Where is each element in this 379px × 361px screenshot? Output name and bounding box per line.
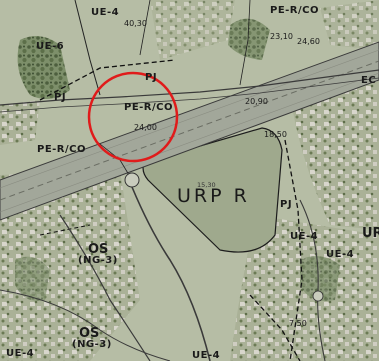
zone-label-ue4-top: UE-4 xyxy=(91,7,120,18)
secondary-road xyxy=(0,77,379,113)
vegetation-patch xyxy=(0,170,140,361)
local-road xyxy=(299,199,326,361)
local-road xyxy=(131,186,211,361)
zone-label-ue4-right2: UE-4 xyxy=(326,249,355,260)
zone-label-ue4-right: UE-4 xyxy=(290,231,319,242)
zone-label-pe-rco-circled: PE-R/CO xyxy=(124,102,174,113)
zone-label-pe-rco-left: PE-R/CO xyxy=(37,144,87,155)
pj-boundary xyxy=(39,59,176,101)
vegetation-patch xyxy=(290,65,379,230)
zone-boundary xyxy=(139,0,151,56)
secondary-road xyxy=(0,69,379,106)
zone-label-os-2: OS xyxy=(79,326,100,341)
elevation-label: 18,50 xyxy=(264,130,287,139)
highway-lane xyxy=(0,72,379,213)
pj-boundary xyxy=(39,224,91,236)
local-road xyxy=(59,214,151,361)
zone-label-ue4-bottomleft: UE-4 xyxy=(6,348,35,359)
pj-boundary xyxy=(284,139,303,361)
elevation-label: 15,30 xyxy=(197,181,216,189)
elevation-label: 20,90 xyxy=(245,97,268,106)
vegetation-patch xyxy=(150,0,235,60)
zone-boundary xyxy=(239,0,251,86)
zone-label-ur-edge: UR xyxy=(362,226,379,241)
roundabout xyxy=(124,172,140,188)
cul-de-sac xyxy=(312,290,324,302)
local-road xyxy=(0,289,171,361)
zone-label-ec: EC xyxy=(361,75,377,86)
zone-label-ue4-bottom: UE-4 xyxy=(192,350,221,361)
elevation-label: 40,30 xyxy=(124,19,147,28)
zone-label-pe-rco-topright: PE-R/CO xyxy=(270,5,320,16)
vegetation-patch xyxy=(320,0,379,50)
vegetation-patch xyxy=(228,18,270,61)
zone-label-ng3-2: (NG-3) xyxy=(72,339,112,350)
zone-label-pj-top: PJ xyxy=(145,72,158,83)
vegetation-patch xyxy=(17,36,71,99)
zone-label-ue6: UE-6 xyxy=(36,41,65,52)
zone-label-os-1: OS xyxy=(88,242,109,257)
zone-label-ng3-1: (NG-3) xyxy=(78,255,118,266)
vegetation-patch xyxy=(0,100,40,145)
elevation-label: 23,10 xyxy=(270,32,293,41)
elevation-label: 24,60 xyxy=(297,37,320,46)
zone-label-pj-right: PJ xyxy=(280,199,293,210)
zone-boundary xyxy=(74,0,101,96)
zone-label-urp-r: URP R xyxy=(177,185,250,207)
vegetation-patch xyxy=(300,256,340,301)
elevation-label: 7,50 xyxy=(289,319,307,328)
elevation-label: 24,00 xyxy=(134,123,157,132)
highway-lane xyxy=(0,49,379,189)
urp-r-zone xyxy=(142,127,283,253)
vegetation-patch xyxy=(15,256,50,301)
highlight-circle xyxy=(87,71,179,163)
highway-median xyxy=(0,60,379,201)
zone-label-pj-left: PJ xyxy=(54,92,67,103)
